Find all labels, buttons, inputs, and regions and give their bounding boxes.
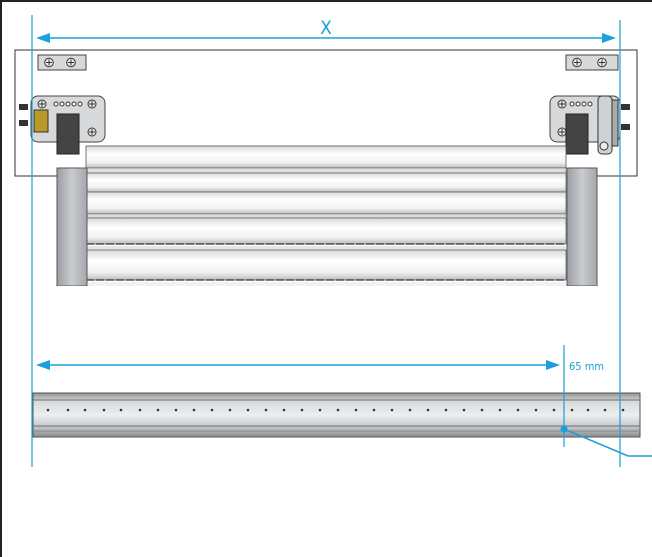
- guide-rail: [32, 392, 641, 438]
- x-dimension-label: X: [320, 17, 332, 39]
- top-right-screw-plate: [565, 54, 619, 71]
- dimension-lines: [31, 15, 652, 467]
- offset-dimension-label: 65 mm: [569, 360, 604, 373]
- right-end-bracket: [549, 95, 630, 155]
- left-end-bracket: [19, 95, 106, 155]
- roller-shutter: [56, 145, 598, 289]
- top-left-screw-plate: [37, 54, 87, 71]
